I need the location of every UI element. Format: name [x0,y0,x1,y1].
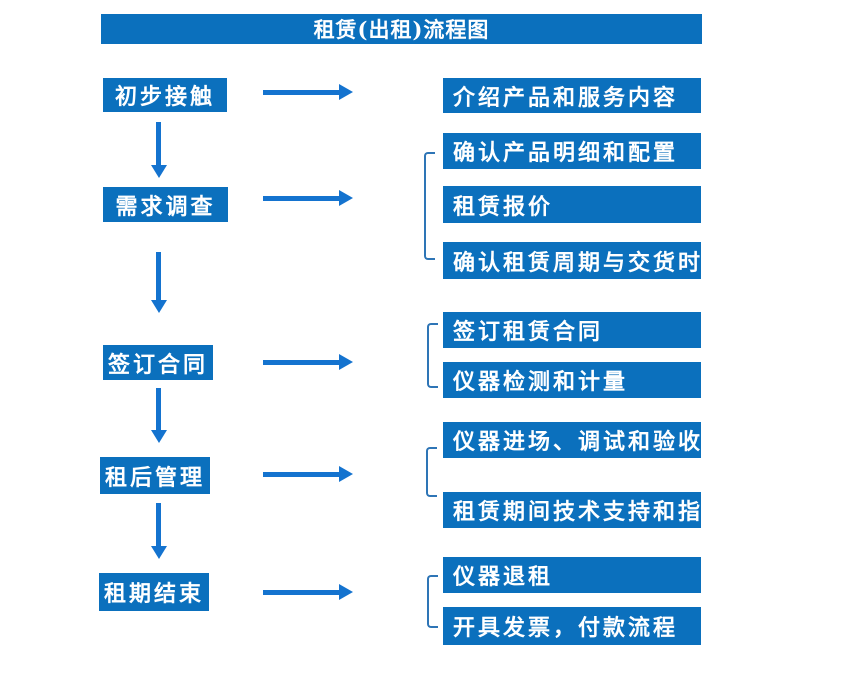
detail-box-confirm-rental-period-delivery: 确认租赁周期与交货时间 [443,242,725,279]
arrow-right-icon [263,84,353,100]
arrow-shaft [156,122,161,166]
step-box-demand-survey: 需求调查 [103,187,228,222]
group-bracket-icon [424,152,435,260]
detail-box-rental-quotation: 租赁报价 [443,186,701,223]
arrow-right-icon [263,354,353,370]
arrow-shaft [263,195,340,201]
detail-box-technical-support-guidance: 租赁期间技术支持和指导 [443,492,725,528]
arrow-head [150,300,167,313]
arrow-down-icon [150,122,167,178]
arrow-down-icon [150,388,167,443]
arrow-down-icon [150,252,167,313]
page-title: 租赁(出租)流程图 [101,14,702,44]
arrow-head [339,584,353,600]
arrow-head [339,466,353,482]
detail-box-instrument-inspection-calibration: 仪器检测和计量 [443,362,701,398]
arrow-head [150,546,167,559]
step-box-rental-period-end: 租期结束 [99,573,209,611]
arrow-shaft [263,589,340,595]
step-box-post-rental-management: 租后管理 [100,457,210,494]
arrow-right-icon [263,466,353,482]
group-bracket-icon [427,575,438,628]
detail-box-confirm-product-details-config: 确认产品明细和配置 [443,133,701,169]
step-box-initial-contact: 初步接触 [103,78,227,112]
arrow-shaft [156,388,161,431]
arrow-shaft [156,252,161,301]
arrow-head [339,190,353,206]
arrow-head [339,84,353,100]
detail-box-sign-rental-contract: 签订租赁合同 [443,312,701,348]
arrow-right-icon [263,584,353,600]
arrow-head [150,430,167,443]
arrow-down-icon [150,503,167,559]
arrow-head [150,165,167,178]
arrow-shaft [263,359,340,365]
arrow-right-icon [263,190,353,206]
arrow-head [339,354,353,370]
detail-box-instrument-arrival-debug-acceptance: 仪器进场、调试和验收 [443,422,701,458]
group-bracket-icon [426,447,437,497]
detail-box-introduce-products-services: 介绍产品和服务内容 [443,78,701,113]
step-box-sign-contract: 签订合同 [103,345,213,380]
arrow-shaft [263,471,340,477]
arrow-shaft [156,503,161,547]
arrow-shaft [263,89,340,95]
group-bracket-icon [427,323,438,388]
detail-box-instrument-return: 仪器退租 [443,557,701,593]
detail-box-invoice-payment-process: 开具发票，付款流程 [443,607,701,645]
